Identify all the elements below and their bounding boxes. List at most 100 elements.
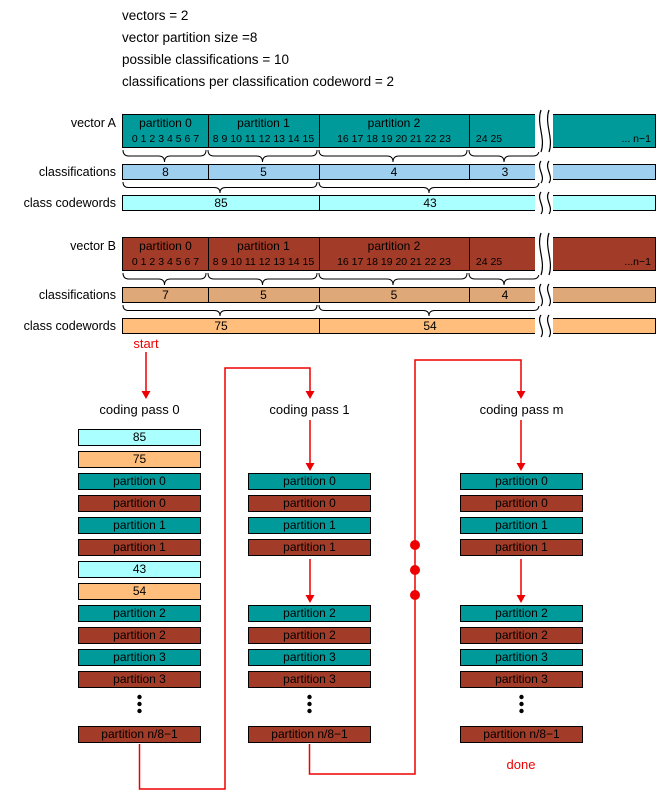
classification-value: 4 bbox=[390, 165, 398, 179]
header-line-classifications: possible classifications = 10 bbox=[122, 52, 289, 67]
pass0-partition-box: partition 3 bbox=[78, 649, 201, 666]
ellipsis-dot bbox=[137, 708, 142, 714]
index-range: 16 17 18 19 20 21 22 23 bbox=[337, 256, 451, 268]
coding-pass-m-label: coding pass m bbox=[479, 402, 564, 417]
brace bbox=[318, 181, 540, 194]
index-range: 0 1 2 3 4 5 6 7 bbox=[131, 133, 200, 145]
index-range: 0 1 2 3 4 5 6 7 bbox=[131, 256, 200, 268]
segment-divider bbox=[469, 288, 470, 302]
classifications-b-label: classifications bbox=[38, 288, 116, 302]
pass1-last-partition-box: partition n/8−1 bbox=[248, 726, 371, 743]
index-range: 8 9 10 11 12 13 14 15 bbox=[212, 133, 315, 145]
pass1-partition-box: partition 0 bbox=[248, 495, 371, 512]
pass0-codeword-box: 85 bbox=[78, 429, 201, 446]
sequence-dots-group bbox=[410, 540, 420, 600]
classification-value: 5 bbox=[260, 165, 267, 179]
coding-pass-1-label: coding pass 1 bbox=[269, 402, 350, 417]
index-range: 24 25 bbox=[475, 133, 503, 145]
pass0-partition-box: partition 3 bbox=[78, 671, 201, 688]
classification-value: 5 bbox=[260, 288, 267, 302]
pass1-partition-box: partition 3 bbox=[248, 671, 371, 688]
pass0-partition-box: partition 1 bbox=[78, 539, 201, 556]
segment-divider bbox=[208, 288, 209, 302]
pass0-last-partition-box: partition n/8−1 bbox=[78, 726, 201, 743]
vector-a-bar: partition 0 partition 1 partition 2 0 1 … bbox=[122, 114, 656, 148]
classifications-a-label: classifications bbox=[38, 165, 116, 179]
brace bbox=[207, 272, 318, 286]
partition-divider bbox=[208, 115, 209, 147]
partition-label: partition 2 bbox=[367, 116, 421, 130]
brace bbox=[468, 149, 540, 163]
index-range: 24 25 bbox=[475, 256, 503, 268]
index-range: 8 9 10 11 12 13 14 15 bbox=[212, 256, 315, 268]
codeword-value: 43 bbox=[423, 196, 437, 210]
pass1-partition-box: partition 3 bbox=[248, 649, 371, 666]
partition-divider bbox=[469, 115, 470, 147]
ellipsis-dot bbox=[519, 708, 524, 714]
ellipsis-dot bbox=[519, 701, 524, 707]
partition-divider bbox=[208, 238, 209, 270]
segment-divider bbox=[319, 196, 320, 210]
passm-partition-box: partition 1 bbox=[460, 539, 583, 556]
brace bbox=[122, 272, 207, 286]
pass1-partition-box: partition 1 bbox=[248, 539, 371, 556]
segment-divider bbox=[319, 165, 320, 179]
codeword-value: 54 bbox=[423, 319, 437, 333]
arrowhead-icon bbox=[305, 391, 315, 399]
brace bbox=[122, 149, 207, 163]
pass0-partition-box: partition 2 bbox=[78, 627, 201, 644]
classification-value: 8 bbox=[162, 165, 169, 179]
classification-value: 3 bbox=[501, 165, 509, 179]
brace bbox=[318, 304, 540, 317]
ellipsis-group bbox=[137, 694, 524, 714]
codewords-b-bar: 75 54 bbox=[122, 318, 656, 334]
passm-partition-box: partition 0 bbox=[460, 495, 583, 512]
pass1-partition-box: partition 2 bbox=[248, 605, 371, 622]
ellipsis-dot bbox=[307, 701, 312, 707]
passm-partition-box: partition 3 bbox=[460, 649, 583, 666]
partition-divider bbox=[469, 238, 470, 270]
partition-label: partition 0 bbox=[139, 239, 192, 253]
arrowhead-icon bbox=[305, 463, 315, 471]
pass0-partition-box: partition 2 bbox=[78, 605, 201, 622]
arrowhead-icon bbox=[516, 391, 526, 399]
codeword-value: 75 bbox=[214, 319, 228, 333]
pass1-partition-box: partition 1 bbox=[248, 517, 371, 534]
segment-divider bbox=[208, 165, 209, 179]
vector-b-bar: partition 0 partition 1 partition 2 0 1 … bbox=[122, 237, 656, 271]
codewords-a-bar: 85 43 bbox=[122, 195, 656, 211]
arrowhead-icon bbox=[516, 595, 526, 603]
pass0-partition-box: partition 0 bbox=[78, 473, 201, 490]
classification-value: 7 bbox=[162, 288, 169, 302]
codewords-a-label: class codewords bbox=[23, 196, 116, 210]
classifications-b-bar: 7 5 5 4 bbox=[122, 287, 656, 303]
header-line-codeword: classifications per classification codew… bbox=[122, 74, 395, 89]
classification-value: 5 bbox=[390, 288, 398, 302]
passm-partition-box: partition 0 bbox=[460, 473, 583, 490]
codeword-value: 85 bbox=[214, 196, 228, 210]
brace bbox=[207, 149, 318, 163]
passm-partition-box: partition 3 bbox=[460, 671, 583, 688]
brace bbox=[468, 272, 540, 286]
pass0-partition-box: partition 0 bbox=[78, 495, 201, 512]
codewords-b-label: class codewords bbox=[23, 319, 116, 333]
brace bbox=[318, 272, 468, 286]
pass0-partition-box: partition 1 bbox=[78, 517, 201, 534]
segment-divider bbox=[319, 288, 320, 302]
brace bbox=[318, 149, 468, 163]
partition-divider bbox=[319, 238, 320, 270]
classification-value: 4 bbox=[501, 288, 509, 302]
arrowhead-icon bbox=[516, 463, 526, 471]
partition-label: partition 0 bbox=[139, 116, 192, 130]
index-tail: ... n−1 bbox=[621, 133, 651, 145]
pass0-codeword-box: 43 bbox=[78, 561, 201, 578]
passm-last-partition-box: partition n/8−1 bbox=[460, 726, 583, 743]
pass1-partition-box: partition 2 bbox=[248, 627, 371, 644]
partition-divider bbox=[319, 115, 320, 147]
index-tail: ...n−1 bbox=[624, 256, 651, 268]
coding-pass-0-label: coding pass 0 bbox=[99, 402, 180, 417]
vector-a-label: vector A bbox=[70, 116, 116, 130]
passm-partition-box: partition 2 bbox=[460, 605, 583, 622]
partition-label: partition 2 bbox=[367, 239, 421, 253]
